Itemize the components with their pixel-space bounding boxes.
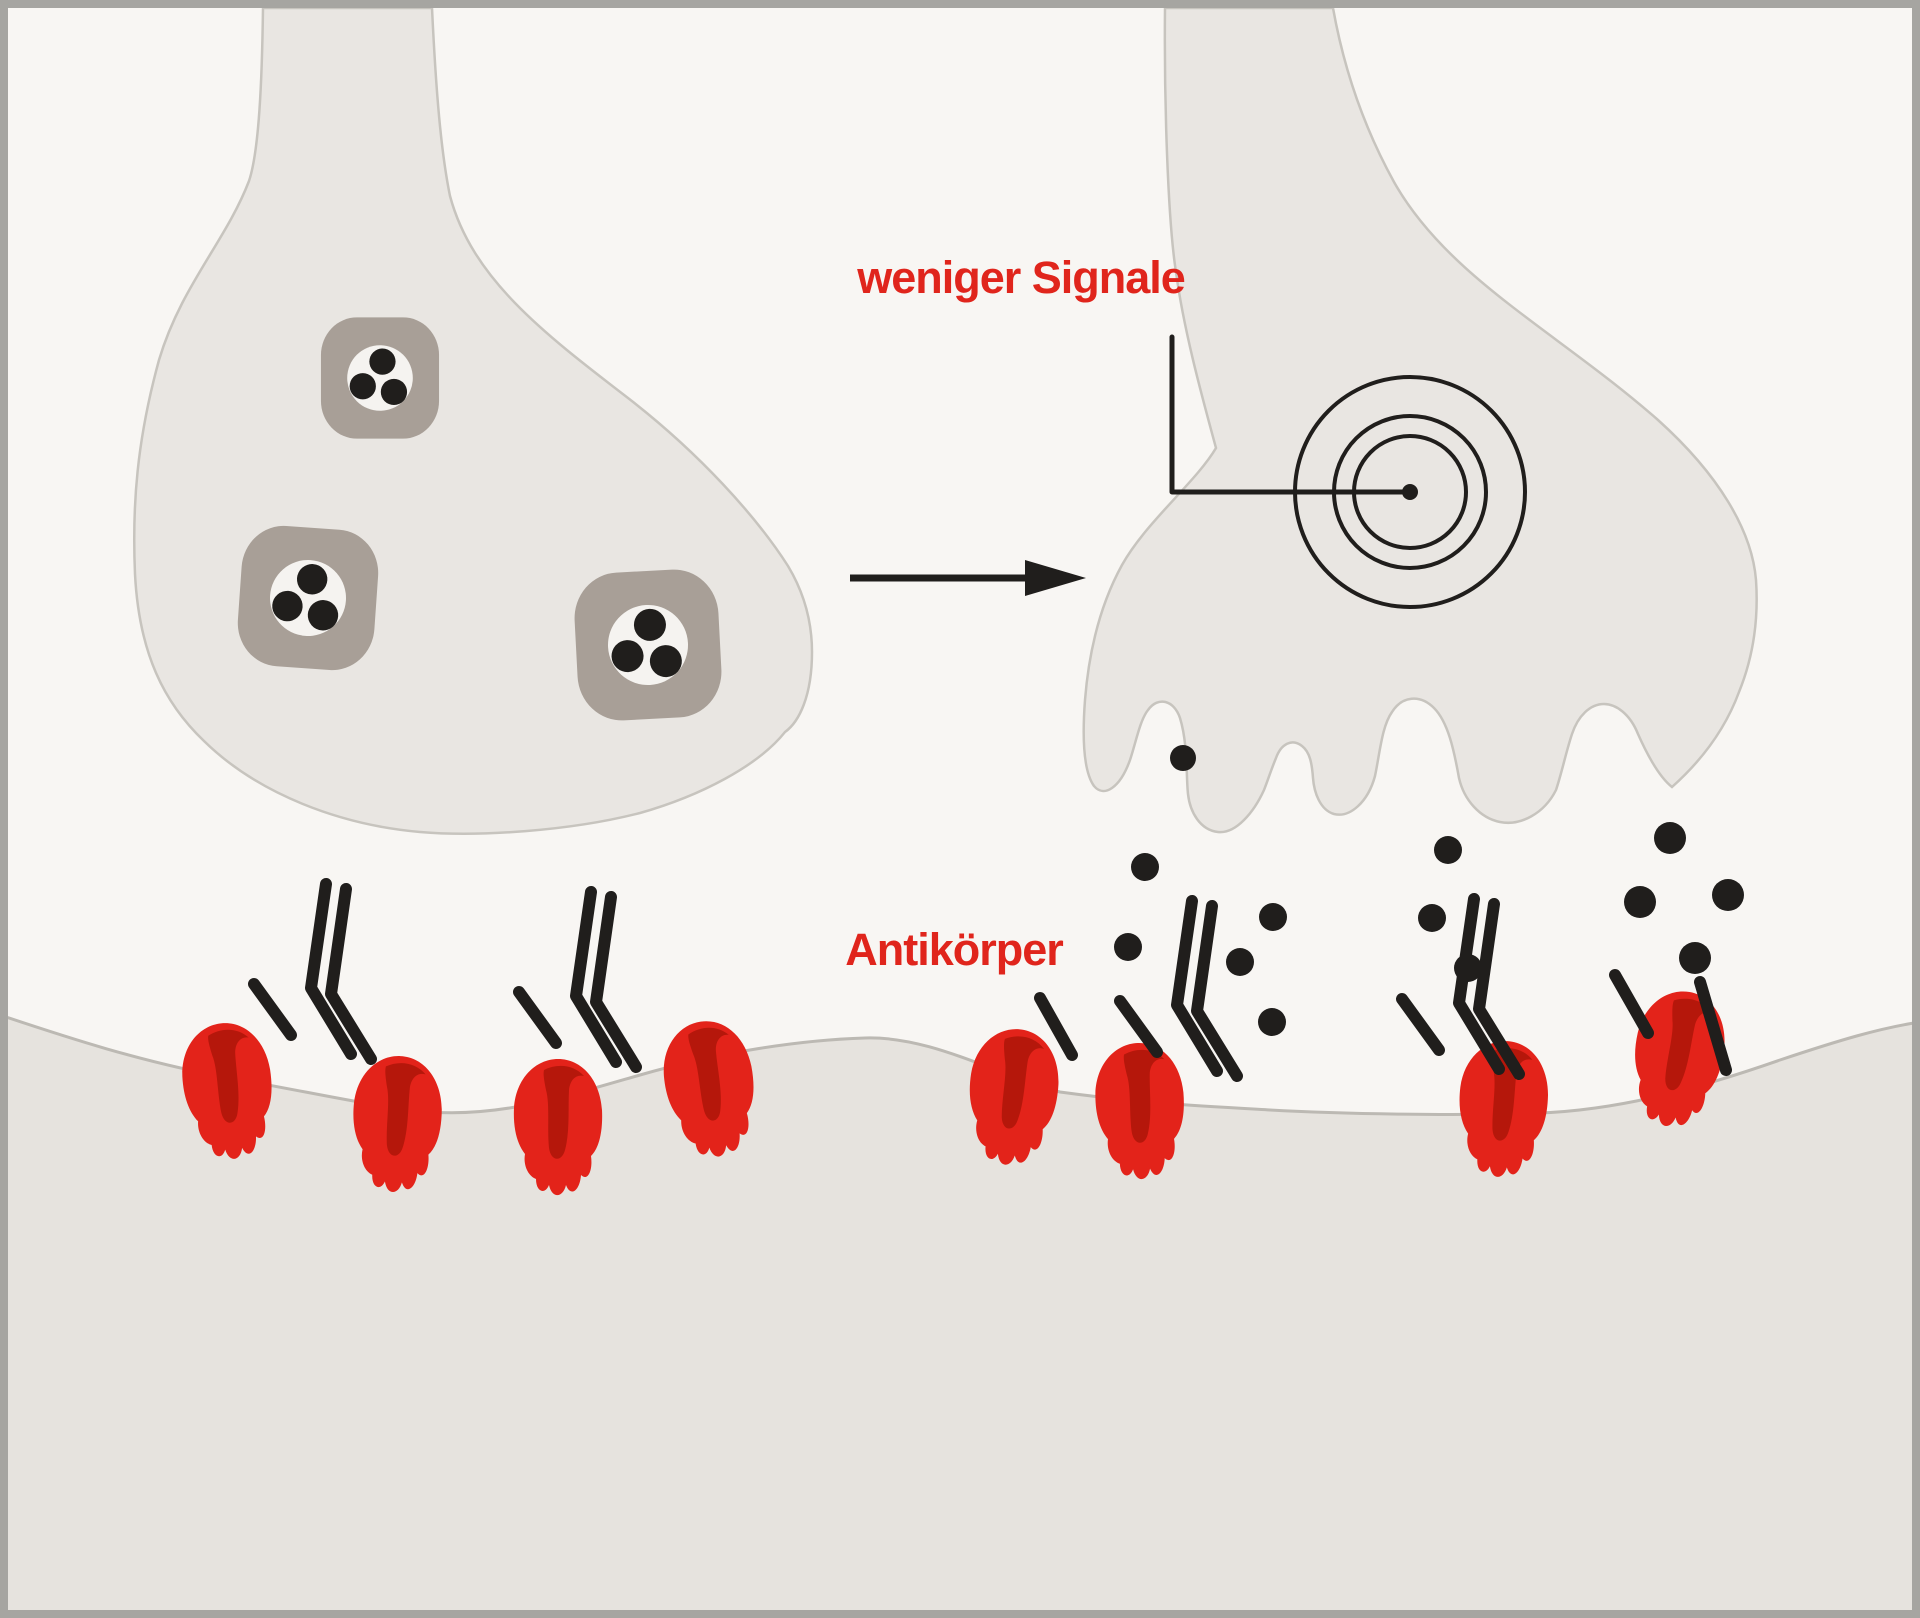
antibody-arm [1694,976,1732,1076]
antibody-arm [1609,969,1654,1039]
presynaptic-terminal-left [132,6,814,835]
antibody [1402,899,1519,1074]
antibody [519,892,636,1067]
antibody-label: Antikörper [845,924,1064,975]
antibody-group [254,884,1732,1076]
arrow-right-icon [850,560,1086,596]
neurotransmitter-dots [1114,745,1744,1036]
antibody-arm [1034,992,1078,1061]
presynaptic-terminal-right [1082,6,1758,834]
postsynaptic-membrane [0,1013,1920,1618]
fewer-signals-label: weniger Signale [857,252,1186,303]
synaptic-vesicle [234,523,382,673]
synaptic-vesicle [572,567,724,723]
antibody [254,884,371,1059]
label-connector-line [1169,334,1405,495]
synaptic-vesicle [320,317,440,439]
